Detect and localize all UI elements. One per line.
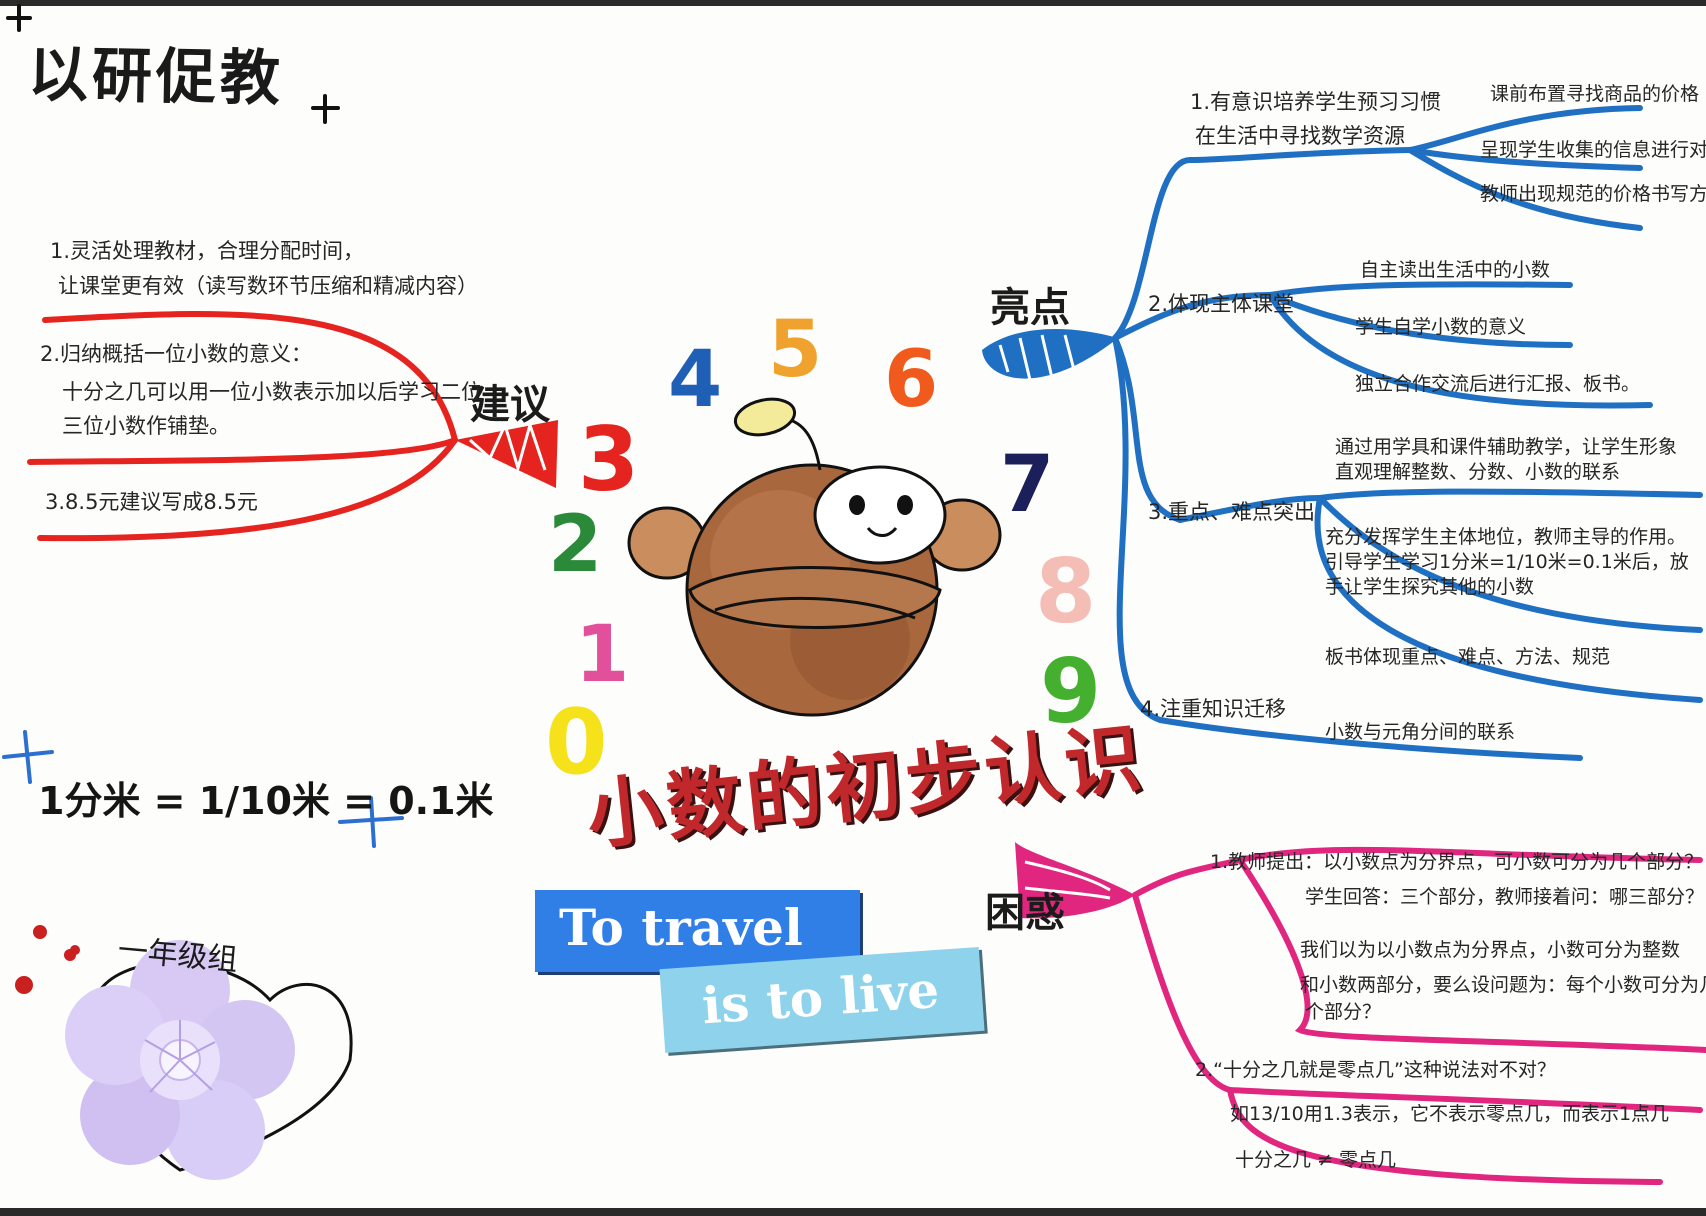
digit-2: 2 [548, 500, 603, 590]
blue-sparkle-icon [2, 730, 404, 848]
confusion-branch-label: 困惑 [985, 890, 1065, 936]
suggestion-branch-label: 建议 [470, 382, 550, 428]
digit-7: 7 [1000, 440, 1055, 530]
digit-0: 0 [545, 690, 608, 795]
confusion-item: 1.教师提出：以小数点为分界点，可小数可分为几个部分？ [1210, 851, 1704, 873]
highlight-branch [1112, 105, 1703, 761]
highlight-sub-item: 通过用学具和课件辅助教学，让学生形象直观理解整数、分数、小数的联系 [1335, 436, 1678, 483]
suggestion-root [455, 419, 558, 488]
highlight-group-4-head: 4.注重知识迁移 [1140, 697, 1287, 721]
suggestion-item: 让课堂更有效（读写数环节压缩和精减内容） [58, 274, 478, 298]
highlight-sub-item: 学生自学小数的意义 [1355, 316, 1527, 338]
highlight-sub-item: 独立合作交流后进行汇报、板书。 [1355, 373, 1641, 395]
highlight-group-1-head: 1.有意识培养学生预习习惯 [1190, 90, 1442, 114]
planet-character-illustration [627, 397, 1002, 717]
highlight-sub-item: 板书体现重点、难点、方法、规范 [1325, 646, 1611, 668]
highlight-sub-item: 小数与元角分间的联系 [1325, 721, 1516, 743]
suggestion-item: 1.灵活处理教材，合理分配时间， [50, 239, 365, 263]
highlight-sub-item: 课前布置寻找商品的价格 [1490, 83, 1700, 105]
digit-8: 8 [1035, 540, 1097, 643]
confusion-item: 学生回答：三个部分，教师接着问：哪三部分？ [1305, 886, 1705, 908]
confusion-item: 如13/10用1.3表示，它不表示零点几，而表示1点几 [1230, 1103, 1670, 1125]
highlight-group-1-head: 在生活中寻找数学资源 [1195, 124, 1405, 148]
digit-5: 5 [768, 305, 823, 395]
bottom-edge [0, 1208, 1706, 1216]
highlight-branch-label: 亮点 [990, 285, 1070, 331]
digit-3: 3 [578, 408, 640, 511]
digit-4: 4 [668, 335, 723, 425]
confusion-item: 2.“十分之几就是零点几”这种说法对不对？ [1195, 1059, 1556, 1081]
flower-sticker-illustration [65, 940, 295, 1180]
highlight-group-2-head: 2.体现主体课堂 [1148, 292, 1295, 316]
confusion-branch [1132, 846, 1706, 1185]
formula-text: 1分米 = 1/10米 = 0.1米 [38, 779, 494, 823]
sparkle-icon [6, 4, 340, 124]
suggestion-item: 十分之几可以用一位小数表示加以后学习二位 [62, 380, 482, 404]
top-edge [0, 0, 1706, 6]
digit-9: 9 [1040, 640, 1102, 743]
confusion-root [1015, 842, 1135, 919]
confusion-item: 个部分？ [1305, 1001, 1382, 1023]
confusion-item: 十分之几 ≠ 零点几 [1235, 1149, 1396, 1171]
suggestion-item: 3.8.5元建议写成8.5元 [45, 490, 258, 514]
suggestion-item: 2.归纳概括一位小数的意义： [40, 342, 313, 366]
highlight-sub-item: 教师出现规范的价格书写方式 [1480, 183, 1706, 205]
suggestion-item: 三位小数作铺垫。 [62, 414, 230, 438]
tape-sticker-text: is to live [700, 959, 941, 1036]
page-title: 以研促教 [27, 39, 285, 115]
highlight-sub-item: 自主读出生活中的小数 [1360, 259, 1551, 281]
highlight-sub-item: 呈现学生收集的信息进行对比 [1480, 139, 1706, 161]
confusion-item: 和小数两部分，要么设问题为：每个小数可分为几 [1300, 974, 1706, 996]
confusion-item: 我们以为以小数点为分界点，小数可分为整数 [1300, 939, 1681, 961]
digit-6: 6 [884, 335, 939, 425]
tape-sticker-text: To travel [559, 898, 803, 957]
highlight-sub-item: 充分发挥学生主体地位，教师主导的作用。引导学生学习1分米=1/10米=0.1米后… [1325, 526, 1689, 598]
highlight-root [982, 328, 1118, 381]
suggestion-branch [27, 310, 458, 542]
highlight-group-3-head: 3.重点、难点突出 [1148, 500, 1316, 524]
tape-sticker-to-travel: To travel [535, 890, 860, 972]
digit-1: 1 [575, 610, 630, 700]
